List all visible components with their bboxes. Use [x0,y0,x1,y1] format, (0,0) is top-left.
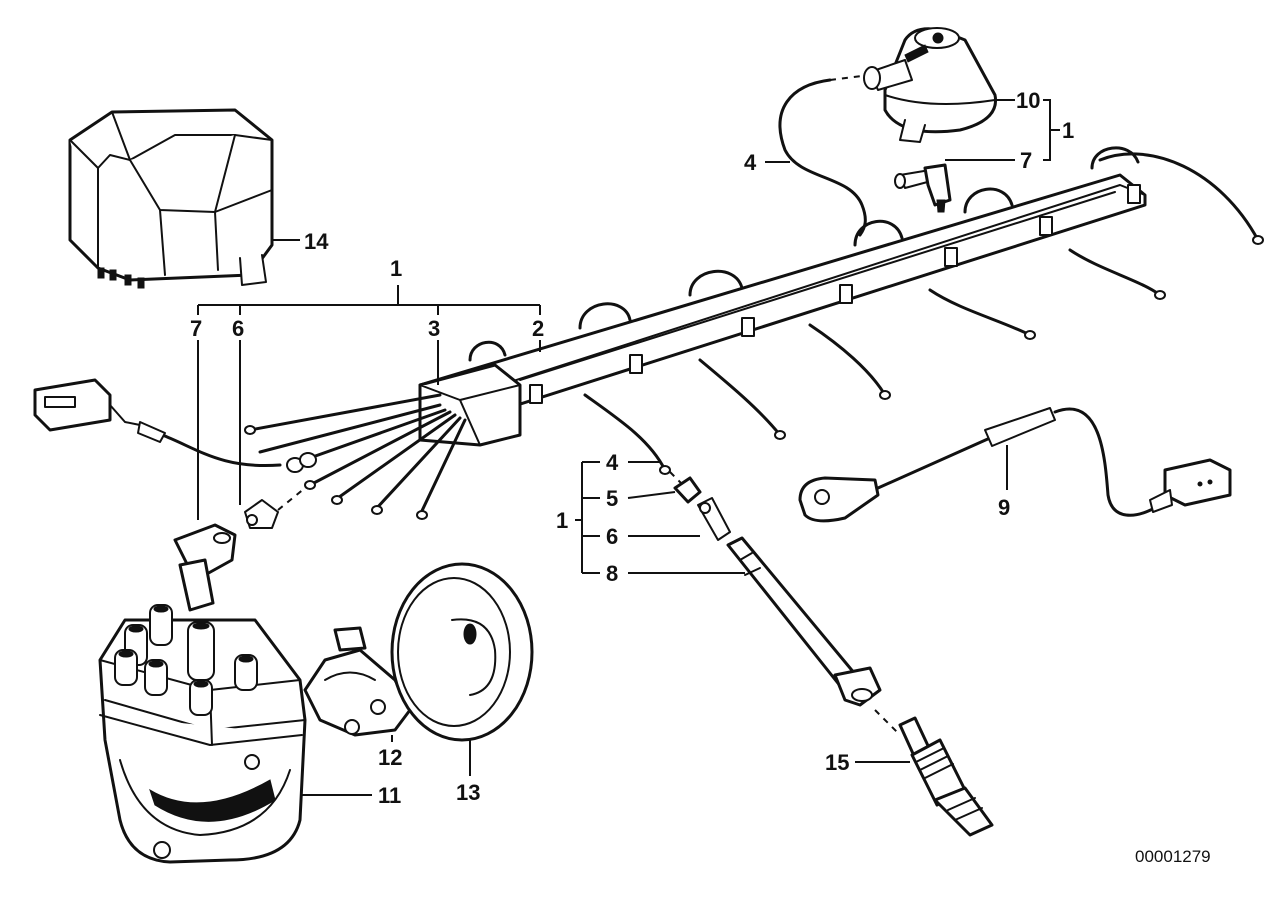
callout-3: 3 [428,316,440,341]
leader-lines [197,99,1060,796]
callout-6-mid: 6 [606,524,618,549]
part-13-cover-disc [390,562,534,742]
callout-4-top: 4 [744,150,757,175]
callout-2: 2 [532,316,544,341]
callout-6-left: 6 [232,316,244,341]
part-9-sensor [798,407,1232,523]
part-4-ignition-lead-top [778,78,867,237]
callout-1-right: 1 [1062,118,1074,143]
harness-plug-connector [33,378,317,473]
callout-9: 9 [998,495,1010,520]
part-14-cover-box [68,108,274,289]
callout-15: 15 [825,750,849,775]
callout-7-right: 7 [1020,148,1032,173]
callout-labels: 1 7 6 3 2 14 10 1 7 4 4 5 1 6 8 9 12 11 … [190,88,1211,866]
part-6-terminal-left [244,487,306,529]
callout-13: 13 [456,780,480,805]
part-15-spark-plug [898,716,994,837]
part-10-plug-cap [829,27,998,143]
part-7-angled-terminal-right [894,163,952,213]
callout-1-top: 1 [390,256,402,281]
callout-10: 10 [1016,88,1040,113]
callout-4-mid: 4 [606,450,619,475]
drawing-number: 00001279 [1135,847,1211,866]
callout-11: 11 [378,783,401,808]
part-12-rotor [303,626,412,737]
part-7-angled-connector-left [173,523,237,612]
part-11-distributor-cap [98,604,307,864]
callout-14: 14 [304,229,329,254]
wiring-harness-loom [244,146,1264,520]
callout-1-mid: 1 [556,508,568,533]
callout-7-left: 7 [190,316,202,341]
center-lead-assembly [669,471,901,736]
callout-5: 5 [606,486,618,511]
callout-8: 8 [606,561,618,586]
callout-12: 12 [378,745,402,770]
